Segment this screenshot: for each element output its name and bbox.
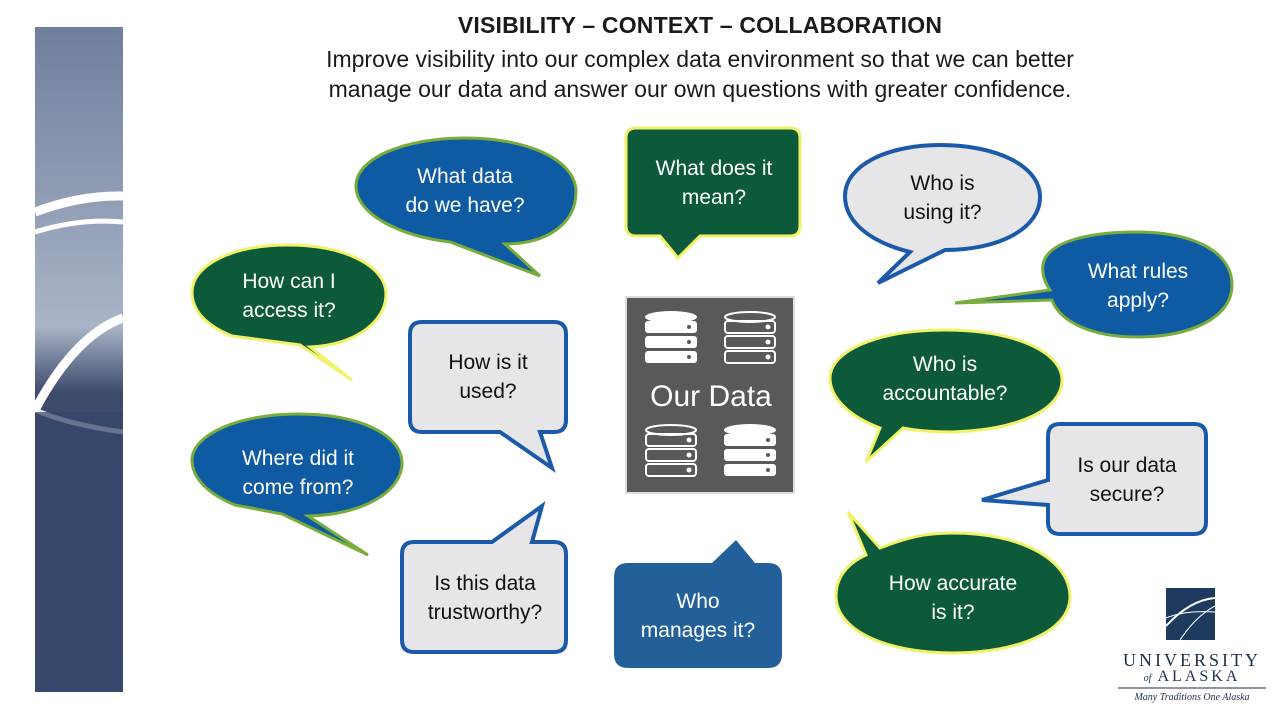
subtitle-line-1: Improve visibility into our complex data… — [326, 46, 1074, 72]
database-icon — [645, 424, 697, 477]
bubble-who-using-shape — [842, 142, 1043, 285]
center-data-label: Our Data — [650, 380, 772, 413]
bubble-is-secure-shape — [981, 422, 1208, 536]
database-icon — [724, 311, 776, 364]
database-icon — [645, 311, 697, 363]
bubble-how-access: How can I access it? — [242, 270, 336, 322]
logo-alaska-line: of ALASKA — [1112, 668, 1272, 686]
bubble-what-data: What data do we have? — [405, 165, 525, 217]
bubble-where-from: Where did it come from? — [241, 447, 355, 499]
bubble-what-data-shape — [354, 136, 578, 278]
bubble-how-access-shape — [190, 243, 388, 382]
bubble-where-from-shape — [190, 412, 404, 557]
bubble-who-accountable: Who is accountable? — [882, 353, 1008, 405]
bubble-what-mean-shape — [624, 126, 802, 261]
bubble-trustworthy-shape — [400, 501, 568, 654]
logo-university: UNIVERSITY — [1123, 650, 1261, 670]
bubble-how-accurate: How accurate is it? — [888, 572, 1018, 624]
bubble-what-rules: What rules apply? — [1087, 260, 1189, 312]
bubble-who-manages-shape — [614, 540, 782, 668]
slide-subtitle: Improve visibility into our complex data… — [260, 44, 1140, 104]
bubble-how-used: How is it used? — [448, 351, 528, 403]
logo-tagline: Many Traditions One Alaska — [1134, 692, 1250, 703]
bubble-how-accurate-shape — [834, 511, 1072, 655]
logo-of: of — [1143, 673, 1152, 684]
bubble-what-mean: What does it mean? — [655, 157, 773, 209]
subtitle-line-2: manage our data and answer our own quest… — [328, 76, 1072, 102]
bubble-what-rules-shape — [954, 230, 1234, 339]
slide-title: VISIBILITY – CONTEXT – COLLABORATION — [457, 12, 943, 38]
bubble-is-secure: Is our data secure? — [1077, 454, 1177, 506]
bubble-trustworthy: Is this data trustworthy? — [427, 572, 543, 624]
database-icon — [724, 424, 776, 476]
bubble-who-using: Who is using it? — [903, 172, 982, 224]
bubble-how-used-shape — [408, 320, 568, 474]
university-logo-mark — [1165, 588, 1216, 641]
logo-alaska: ALASKA — [1157, 668, 1241, 685]
bubble-who-manages: Who manages it? — [640, 590, 756, 642]
bubble-who-accountable-shape — [828, 328, 1064, 464]
